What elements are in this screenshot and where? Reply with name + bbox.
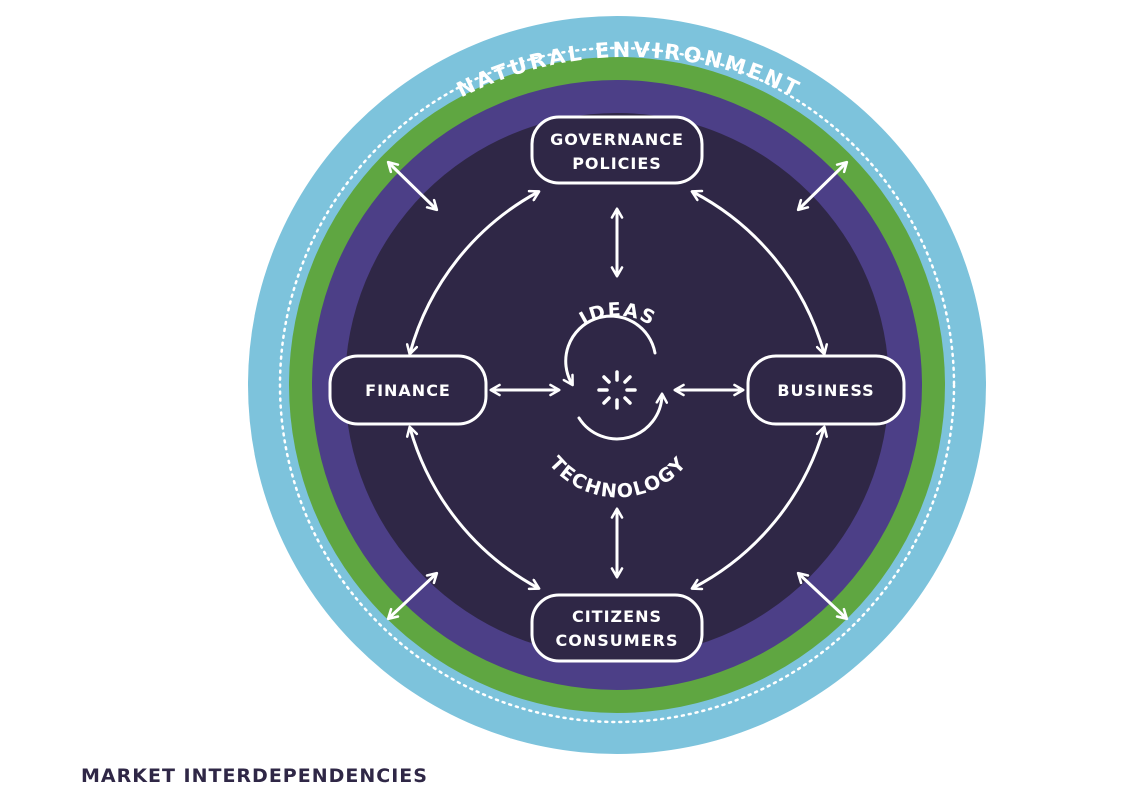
cycle-arrow-right [577, 392, 669, 441]
center-cycle [562, 314, 669, 441]
cycle-arrow-left [562, 314, 657, 387]
arc-governance-finance [405, 189, 541, 356]
governance-line1: GOVERNANCE [550, 130, 684, 149]
governance-line2: POLICIES [572, 154, 662, 173]
spark-icon [597, 370, 637, 410]
finance-label: FINANCE [365, 381, 451, 400]
diagram-caption: MARKET INTERDEPENDENCIES [81, 765, 428, 787]
node-finance: FINANCE [328, 354, 488, 426]
arc-finance-citizens [405, 425, 541, 591]
citizens-line2: CONSUMERS [556, 631, 679, 650]
business-label: BUSINESS [777, 381, 874, 400]
arc-business-citizens [690, 425, 829, 591]
citizens-line1: CITIZENS [572, 607, 662, 626]
node-governance: GOVERNANCE POLICIES [530, 115, 704, 185]
node-business: BUSINESS [746, 354, 906, 426]
dotted-boundary [278, 46, 956, 724]
arc-governance-business [690, 189, 829, 356]
node-citizens: CITIZENS CONSUMERS [530, 593, 704, 663]
